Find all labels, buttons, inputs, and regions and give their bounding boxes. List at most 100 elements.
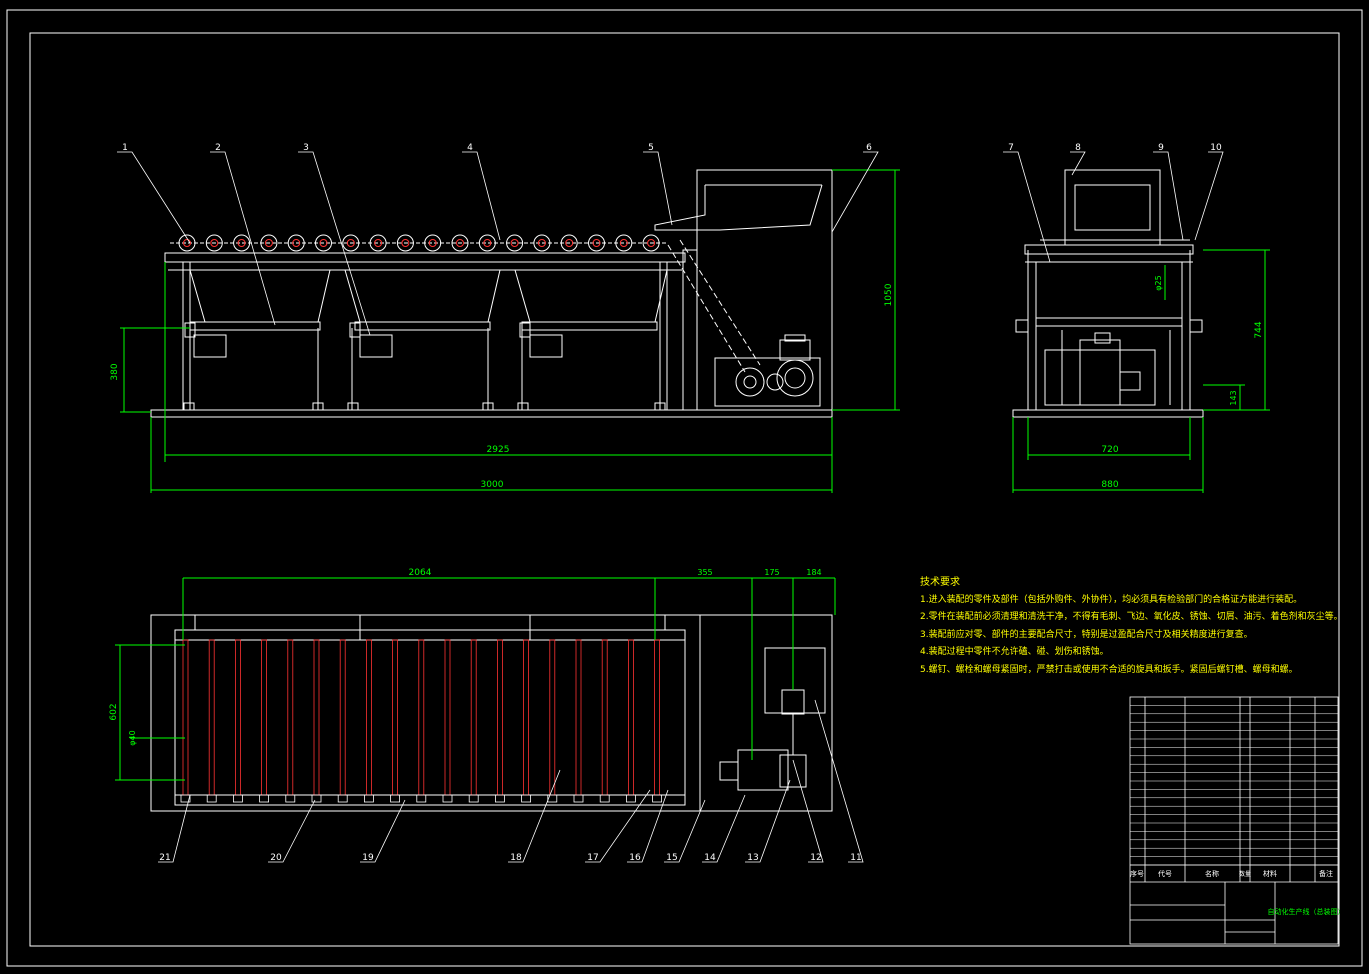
callout-10: 10 — [1210, 143, 1222, 153]
roller-bearing — [573, 794, 584, 803]
front-leaders — [117, 151, 879, 336]
callout-19: 19 — [362, 853, 374, 863]
roller-core — [183, 239, 191, 247]
top-dimensions — [115, 577, 836, 781]
roller-bearing — [468, 794, 479, 803]
side-leaders — [1003, 151, 1224, 263]
title-block-rows — [1130, 705, 1338, 866]
callout-6: 6 — [866, 143, 872, 153]
tb-header-no: 序号 — [1130, 869, 1144, 878]
dim-top-width-main: 2064 — [409, 568, 432, 578]
side-dimensions — [1012, 249, 1270, 493]
callout-17: 17 — [587, 853, 598, 863]
top-roller — [628, 639, 634, 796]
callout-13: 13 — [747, 853, 758, 863]
top-roller — [654, 639, 660, 796]
callout-5: 5 — [648, 143, 654, 153]
roller-outline — [615, 234, 633, 252]
dim-top-diameter: φ40 — [128, 730, 137, 745]
top-view — [150, 614, 833, 812]
callout-11: 11 — [850, 853, 861, 863]
top-rollers — [180, 639, 662, 803]
roller-bearing — [599, 794, 610, 803]
dim-side-height-right: 744 — [1254, 321, 1264, 338]
callout-8: 8 — [1075, 143, 1081, 153]
callout-12: 12 — [810, 853, 821, 863]
callout-7: 7 — [1008, 143, 1014, 153]
tech-item-3: 3.装配前应对零、部件的主要配合尺寸，特别是过盈配合尺寸及相关精度进行复查。 — [920, 629, 1253, 640]
roller-outline — [205, 234, 223, 252]
tech-item-4: 4.装配过程中零件不允许磕、碰、划伤和锈蚀。 — [920, 647, 1109, 657]
roller-bearing — [442, 794, 453, 803]
roller-bearing — [547, 794, 558, 803]
top-roller — [182, 639, 189, 796]
roller-core — [510, 239, 519, 247]
dim-side-small-right: 143 — [1229, 390, 1238, 405]
roller-bearing — [206, 794, 217, 803]
roller-core — [264, 239, 273, 247]
tb-header-name: 名称 — [1205, 869, 1219, 878]
callout-1: 1 — [122, 143, 128, 153]
roller-outline — [342, 234, 360, 252]
tech-item-2: 2.零件在装配前必须清理和清洗干净，不得有毛刺、飞边、氧化皮、锈蚀、切屑、油污、… — [920, 612, 1343, 622]
roller-core — [401, 239, 410, 247]
dim-side-total-width: 880 — [1101, 480, 1118, 490]
roller-outline — [396, 234, 414, 252]
roller-bearing — [337, 794, 348, 803]
roller-bearing — [285, 794, 296, 803]
roller-bearing — [521, 794, 531, 803]
roller-outline — [451, 234, 469, 252]
callout-9: 9 — [1158, 143, 1164, 153]
top-roller — [444, 639, 451, 796]
roller-outline — [178, 234, 196, 252]
inner-border — [29, 32, 1340, 947]
top-leaders — [158, 699, 864, 863]
top-roller — [287, 639, 294, 796]
roller-bearing — [180, 794, 191, 803]
tb-header-code: 代号 — [1158, 869, 1172, 878]
dim-top-height-left: 602 — [109, 703, 119, 720]
dim-front-inner-width: 2925 — [487, 445, 510, 455]
roller-core — [537, 239, 546, 247]
roller-core — [647, 239, 656, 247]
roller-outline — [315, 234, 332, 252]
roller-core — [237, 239, 246, 247]
tb-header-material: 材料 — [1263, 869, 1277, 878]
top-roller — [365, 639, 372, 796]
roller-outline — [369, 234, 387, 252]
tech-requirements: 技术要求 1.进入装配的零件及部件（包括外购件、外协件），均必须具有检验部门的合… — [920, 574, 1343, 679]
front-rollers — [178, 234, 660, 252]
top-roller — [549, 639, 556, 796]
roller-outline — [642, 234, 660, 252]
roller-bearing — [626, 794, 636, 803]
roller-core — [592, 239, 601, 247]
callout-3: 3 — [303, 143, 309, 153]
top-roller — [496, 639, 503, 796]
dim-top-width-b: 355 — [697, 568, 712, 577]
roller-outline — [506, 234, 524, 252]
top-roller — [470, 639, 477, 796]
roller-outline — [588, 234, 605, 252]
roller-bearing — [232, 794, 243, 803]
top-roller — [523, 639, 529, 796]
callout-21: 21 — [159, 853, 170, 863]
top-roller — [601, 639, 608, 796]
roller-outline — [287, 234, 305, 252]
dim-side-diameter: φ25 — [1154, 275, 1163, 290]
tech-item-1: 1.进入装配的零件及部件（包括外购件、外协件），均必须具有检验部门的合格证方能进… — [920, 594, 1303, 605]
roller-bearing — [652, 794, 662, 803]
roller-bearing — [390, 794, 401, 803]
tech-title: 技术要求 — [920, 577, 960, 588]
top-roller — [418, 639, 425, 796]
tb-header-qty: 数量 — [1239, 870, 1251, 878]
roller-core — [456, 239, 464, 247]
roller-outline — [478, 234, 496, 252]
callout-15: 15 — [666, 853, 677, 863]
roller-core — [292, 239, 301, 247]
roller-core — [619, 239, 628, 247]
roller-bearing — [363, 794, 374, 803]
callout-4: 4 — [467, 143, 473, 153]
roller-core — [565, 239, 574, 247]
roller-outline — [560, 234, 578, 252]
